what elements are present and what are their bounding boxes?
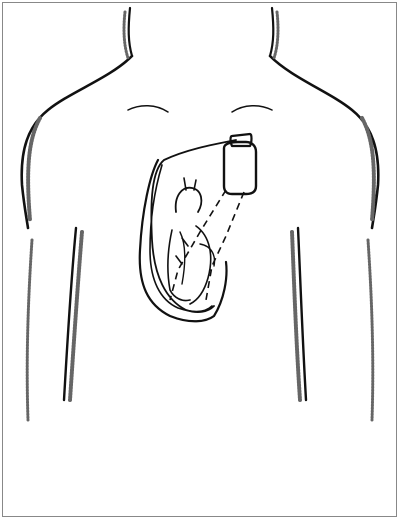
left-shoulder-line (22, 56, 132, 228)
neck-right-line (270, 8, 273, 56)
aortic-arch (176, 188, 202, 212)
right-shoulder-line (270, 56, 378, 228)
generator-can (224, 142, 256, 194)
neck-left-line (129, 8, 132, 56)
shading (27, 12, 374, 420)
left-clavicle (128, 106, 168, 112)
pacemaker-generator (224, 134, 256, 194)
right-clavicle (232, 106, 272, 112)
right-ventricle (168, 230, 190, 301)
left-ventricle (190, 226, 211, 304)
lead-tips (176, 238, 188, 264)
left-atrium (200, 244, 214, 266)
pacing-leads (151, 140, 244, 312)
lead-ventricular (170, 190, 226, 300)
